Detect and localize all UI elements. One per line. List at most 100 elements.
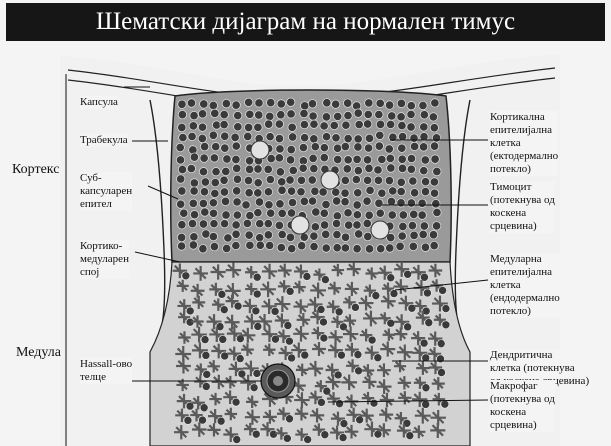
cortex-label: Кортекс [12, 162, 60, 178]
thymocyte-cell [198, 198, 208, 209]
thymocyte-cell [221, 166, 231, 177]
thymocyte-cell [406, 109, 416, 119]
thymocyte-cell [429, 241, 439, 251]
thymocyte-cell [218, 335, 228, 344]
thymocyte-cell [334, 307, 344, 317]
medullary-epithelial-cell [365, 267, 378, 280]
thymocyte-cell [298, 163, 308, 173]
medullary-epithelial-cell [209, 392, 222, 406]
thymocyte-cell [374, 110, 384, 120]
medullary-epithelial-cell [380, 341, 396, 357]
medullary-epithelial-cell [277, 263, 292, 278]
thymocyte-cell [298, 143, 308, 153]
thymocyte-cell [417, 210, 427, 220]
medullary-epithelial-cell-label: Медуларна епителијална клетка (ендодерма… [490, 253, 560, 318]
hassall-corpuscle [260, 363, 296, 399]
thymocyte-cell [231, 141, 241, 151]
thymocyte-cell [406, 122, 416, 132]
thymocyte-cell [309, 134, 319, 144]
thymocyte-cell [177, 241, 187, 251]
medullary-epithelial-cell [192, 422, 207, 437]
thymocyte-cell [197, 122, 208, 132]
thymocyte-cell [440, 399, 450, 409]
thymocyte-cell [384, 176, 394, 186]
thymocyte-cell [363, 119, 373, 129]
thymocyte-cell [254, 110, 264, 120]
thymocyte-cell [310, 186, 320, 196]
thymocyte-cell [307, 196, 318, 206]
thymocyte-cell [243, 175, 254, 186]
thymocyte-cell [355, 415, 364, 425]
thymocyte-cell [431, 199, 441, 209]
thymocyte-cell [300, 350, 310, 360]
thymocyte-cell [263, 219, 273, 229]
thymocyte-cell [275, 144, 285, 154]
thymocyte-cell [185, 401, 195, 411]
thymocyte-cell [429, 188, 440, 198]
thymocyte-cell [309, 164, 319, 174]
medullary-epithelial-cell [224, 314, 240, 330]
thymocyte-cell [332, 230, 342, 240]
thymocyte-cell [244, 122, 254, 133]
thymocyte-cell [233, 111, 243, 121]
medullary-epithelial-cell [414, 407, 431, 424]
thymocyte-cell [371, 291, 381, 300]
thymocyte-cell [388, 186, 398, 196]
thymocyte-cell [222, 154, 232, 164]
medullary-epithelial-cell [257, 313, 273, 329]
thymocyte-cell [321, 275, 330, 284]
thymocyte-cell [185, 306, 195, 316]
thymocyte-cell [286, 109, 296, 119]
thymocyte-label: Тимоцит (потекнува од коскена срцевина) [490, 181, 555, 233]
thymocyte-cell [199, 187, 210, 197]
thymocyte-cell [237, 369, 247, 379]
thymocyte-cell [377, 154, 387, 164]
thymocyte-cell [352, 210, 362, 220]
thymocyte-cell [177, 99, 187, 109]
thymocyte-cell [354, 366, 363, 376]
thymocyte-cell [431, 133, 442, 143]
thymocyte-cell [322, 386, 332, 396]
thymocyte-cell [286, 97, 296, 107]
thymocyte-cell [220, 143, 230, 153]
thymocyte-cell [386, 233, 396, 243]
thymocyte-cell [398, 221, 408, 232]
thymocyte-cell [253, 208, 263, 218]
thymocyte-cell [310, 222, 320, 232]
subcapsular-epithelium-label: Суб- капсуларен епител [80, 172, 133, 211]
thymocyte-cell [406, 154, 417, 164]
thymocyte-cell [307, 175, 317, 185]
thymocyte-cell [333, 143, 343, 153]
thymocyte-cell [432, 166, 442, 177]
thymocyte-cell [274, 119, 284, 129]
medullary-epithelial-cell [295, 363, 309, 377]
medullary-epithelial-cell [224, 407, 238, 421]
thymocyte-cell [397, 143, 407, 153]
thymocyte-cell [332, 243, 342, 253]
thymocyte-cell [285, 287, 295, 296]
thymocyte-cell [363, 231, 373, 242]
thymocyte-cell [335, 399, 344, 408]
epithelial-cell [250, 140, 270, 160]
thymocyte-cell [376, 244, 386, 254]
thymocyte-cell [338, 433, 348, 442]
medullary-epithelial-cell [376, 379, 392, 395]
thymocyte-cell [215, 322, 225, 331]
thymocyte-cell [339, 419, 349, 428]
thymocyte-cell [231, 241, 241, 251]
thymocyte-cell [364, 98, 374, 108]
thymocyte-cell [189, 178, 199, 188]
thymocyte-cell [277, 185, 287, 195]
epithelial-cell [290, 215, 310, 235]
thymocyte-cell [211, 142, 221, 152]
thymocyte-cell [252, 289, 262, 299]
thymocyte-cell [397, 231, 407, 241]
thymocyte-cell [255, 219, 265, 229]
thymocyte-cell [423, 288, 432, 298]
thymocyte-cell [386, 119, 396, 129]
thymocyte-cell [209, 153, 219, 163]
medullary-epithelial-cell [294, 407, 309, 421]
thymocyte-cell [321, 132, 332, 142]
medullary-epithelial-cell [397, 376, 412, 390]
thymocyte-cell [319, 208, 329, 218]
